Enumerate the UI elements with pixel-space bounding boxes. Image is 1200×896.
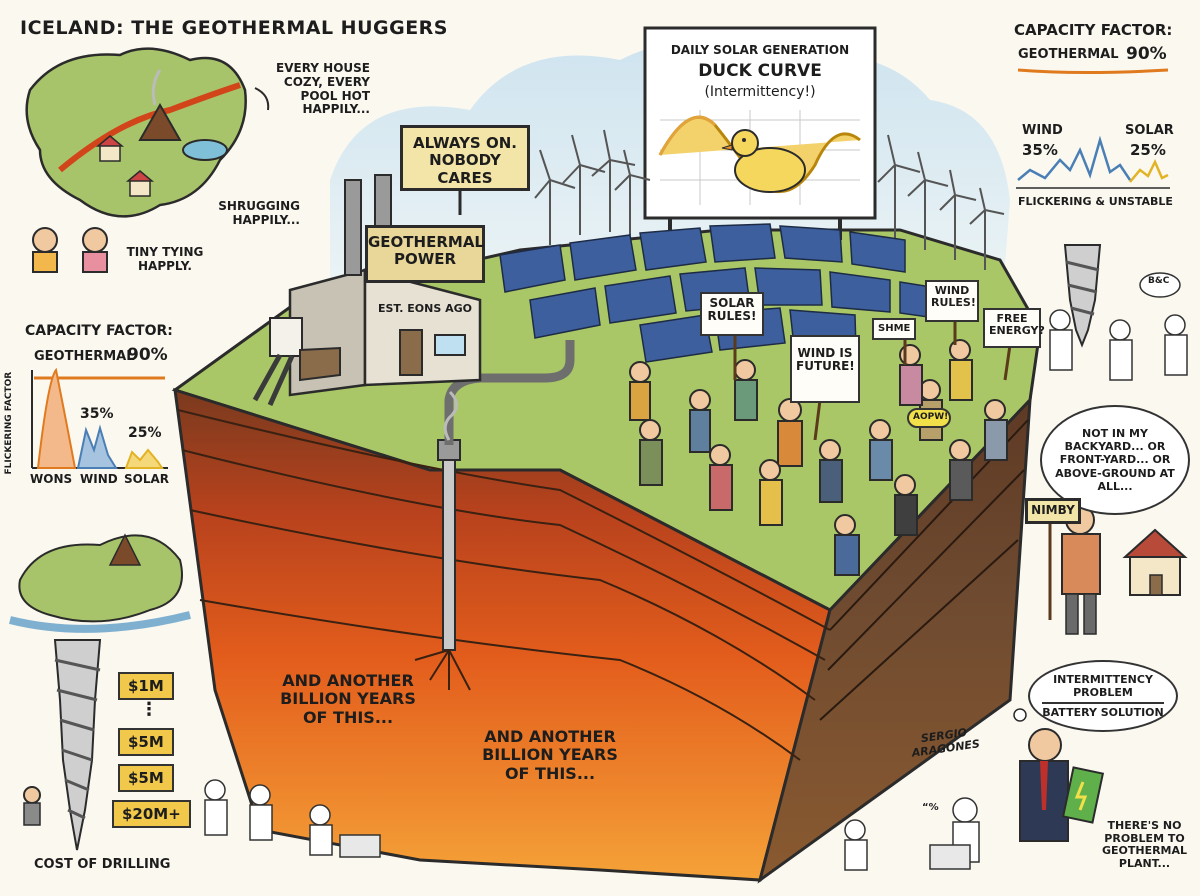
geothermal-plant — [252, 174, 482, 407]
plant-est-label: EST. EONS AGO — [378, 302, 472, 315]
speech-quote: “% — [922, 802, 939, 813]
cf-right-heading: CAPACITY FACTOR: — [1014, 21, 1173, 39]
sign-wind-future: WIND IS FUTURE! — [790, 335, 860, 403]
page-title: ICELAND: THE GEOTHERMAL HUGGERS — [20, 17, 448, 39]
sketch-crowd-right — [1049, 272, 1188, 381]
price-tag-4: $20M+ — [112, 800, 191, 828]
iceland-caption-tiny: TINY TYING HAPPLY. — [126, 245, 204, 273]
drill-bit-right — [1063, 244, 1102, 348]
sign-geothermal-power: GEOTHERMAL POWER — [365, 225, 485, 283]
battery-man — [1013, 708, 1105, 842]
cf-right-solar-value: 25% — [1130, 141, 1166, 159]
cf-left-heading: CAPACITY FACTOR: — [25, 323, 173, 339]
sign-wind-rules: WIND RULES! — [925, 280, 979, 322]
cf-right-caption: FLICKERING & UNSTABLE — [1018, 195, 1173, 208]
wind-turbines — [534, 129, 1005, 270]
sign-free-energy: FREE ENERGY? — [983, 308, 1045, 348]
happy-couple — [32, 227, 108, 273]
iceland-caption-shrug: SHRUGGING HAPPILY... — [218, 199, 300, 227]
billboard-line3: (Intermittency!) — [704, 84, 816, 100]
intermittency-caption: THERE'S NO PROBLEM TO GEOTHERMAL PLANT..… — [1101, 819, 1188, 870]
nimby-speech-bubble: NOT IN MY BACKYARD... OR FRONT-YARD... O… — [1040, 405, 1190, 515]
iceland-map — [25, 47, 270, 218]
price-tag-3: $5M — [118, 764, 174, 792]
iceland-caption-house: EVERY HOUSE COZY, EVERY POOL HOT HAPPILY… — [276, 61, 370, 117]
geothermal-well-pipe — [442, 444, 456, 651]
office-workers — [204, 779, 980, 871]
price-tag-2: $5M — [118, 728, 174, 756]
drilling-caption: COST OF DRILLING — [34, 857, 171, 872]
cf-left-xlabel-wind: WIND — [80, 472, 118, 486]
price-dots: ⋮ — [140, 699, 158, 720]
cf-left-xlabel-wons: WONS — [30, 472, 73, 486]
sign-solar-rules: SOLAR RULES! — [700, 292, 764, 336]
intermittency-line2: BATTERY SOLUTION — [1042, 701, 1164, 719]
price-tag-1: $1M — [118, 672, 174, 700]
billion-years-left: AND ANOTHER BILLION YEARS OF THIS... — [280, 671, 416, 727]
cf-left-xlabel-solar: SOLAR — [124, 472, 170, 486]
cf-left-geo-label: GEOTHERMAL — [34, 349, 135, 364]
sign-aopw: AOPW! — [907, 408, 951, 428]
cf-right-wind-value: 35% — [1022, 141, 1058, 159]
cf-right-geo-label: GEOTHERMAL — [1018, 47, 1119, 62]
billion-years-right: AND ANOTHER BILLION YEARS OF THIS... — [482, 727, 618, 783]
cf-left-geo-value: 90% — [127, 345, 168, 365]
intermittency-line1: INTERMITTENCY PROBLEM — [1053, 673, 1153, 700]
drill-bit — [23, 639, 102, 851]
duck-curve-billboard-art — [643, 26, 877, 240]
cf-right-wind-label: WIND — [1022, 123, 1063, 138]
billboard-line2: DUCK CURVE — [698, 61, 822, 81]
earth-front-face — [173, 387, 832, 882]
mini-island — [9, 533, 191, 633]
speech-bcc: B&C — [1148, 276, 1170, 286]
cf-right-geo-value: 90% — [1126, 44, 1167, 64]
nimby-man — [1048, 505, 1101, 635]
cf-left-solar-value: 25% — [128, 425, 162, 441]
sign-shme: SHME — [872, 318, 916, 340]
sign-always-on: ALWAYS ON. NOBODY CARES — [400, 125, 530, 191]
intermittency-bubble: INTERMITTENCY PROBLEM BATTERY SOLUTION — [1028, 660, 1178, 732]
cf-left-chart — [31, 367, 168, 469]
cf-left-y-axis: FLICKERING FACTOR — [4, 371, 15, 475]
sign-nimby: NIMBY — [1025, 498, 1081, 524]
cf-right-solar-label: SOLAR — [1125, 123, 1174, 138]
nimby-house — [1122, 528, 1188, 596]
cf-right-chart — [1016, 68, 1170, 189]
cf-left-wind-value: 35% — [80, 406, 114, 422]
billboard-line1: DAILY SOLAR GENERATION — [670, 43, 850, 57]
